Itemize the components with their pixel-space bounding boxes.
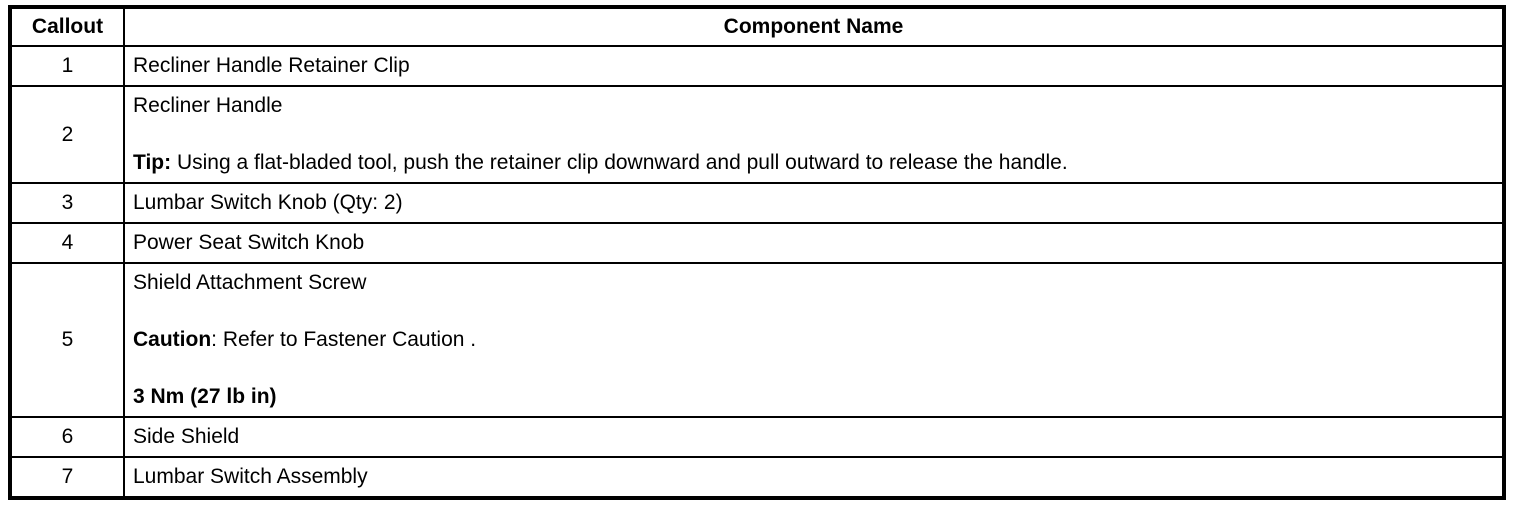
table-row: 4 Power Seat Switch Knob	[9, 222, 1505, 264]
text-segment: Shield Attachment Screw	[133, 271, 367, 294]
table-row: 6 Side Shield	[9, 416, 1505, 458]
callout-column-header: Callout	[9, 6, 125, 47]
callout-cell: 7	[9, 456, 125, 499]
callout-cell: 3	[9, 182, 125, 224]
table-row: 7 Lumbar Switch Assembly	[9, 456, 1505, 499]
component-paragraph: 3 Nm (27 lb in)	[133, 385, 1492, 409]
component-name-cell: Side Shield	[123, 416, 1505, 458]
text-segment: : Refer to Fastener Caution .	[211, 328, 477, 351]
callout-cell: 1	[9, 45, 125, 87]
text-segment: Recliner Handle	[133, 94, 283, 117]
component-paragraph: Shield Attachment Screw	[133, 271, 1492, 295]
component-paragraph: Recliner Handle Retainer Clip	[133, 54, 1492, 78]
text-segment: Side Shield	[133, 425, 240, 448]
components-table: Callout Component Name 1 Recliner Handle …	[8, 5, 1506, 500]
component-name-cell: Lumbar Switch Assembly	[123, 456, 1505, 499]
callout-cell: 4	[9, 222, 125, 264]
text-segment: Power Seat Switch Knob	[133, 231, 365, 254]
text-segment: Recliner Handle Retainer Clip	[133, 54, 410, 77]
component-paragraph: Tip: Using a flat-bladed tool, push the …	[133, 151, 1492, 175]
component-paragraph: Power Seat Switch Knob	[133, 231, 1492, 255]
bold-text-segment: Tip:	[133, 151, 172, 174]
component-paragraph: Lumbar Switch Assembly	[133, 465, 1492, 489]
component-paragraph: Recliner Handle	[133, 94, 1492, 118]
table-header-row: Callout Component Name	[9, 6, 1505, 47]
table-row: 3 Lumbar Switch Knob (Qty: 2)	[9, 182, 1505, 224]
callout-cell: 2	[9, 85, 125, 184]
component-name-column-header: Component Name	[123, 6, 1505, 47]
bold-text-segment: Caution	[133, 328, 212, 351]
component-name-cell: Recliner Handle Retainer Clip	[123, 45, 1505, 87]
components-table-container: Callout Component Name 1 Recliner Handle …	[8, 5, 1506, 500]
text-segment: Lumbar Switch Knob (Qty: 2)	[133, 191, 403, 214]
text-segment: Lumbar Switch Assembly	[133, 465, 368, 488]
component-paragraph: Side Shield	[133, 425, 1492, 449]
bold-text-segment: 3 Nm (27 lb in)	[133, 385, 277, 408]
component-paragraph: Lumbar Switch Knob (Qty: 2)	[133, 191, 1492, 215]
component-paragraph: Caution: Refer to Fastener Caution .	[133, 328, 1492, 352]
callout-cell: 5	[9, 262, 125, 418]
callout-cell: 6	[9, 416, 125, 458]
component-name-cell: Power Seat Switch Knob	[123, 222, 1505, 264]
table-row: 1 Recliner Handle Retainer Clip	[9, 45, 1505, 87]
text-segment: Using a flat-bladed tool, push the retai…	[171, 151, 1068, 174]
component-name-cell: Lumbar Switch Knob (Qty: 2)	[123, 182, 1505, 224]
